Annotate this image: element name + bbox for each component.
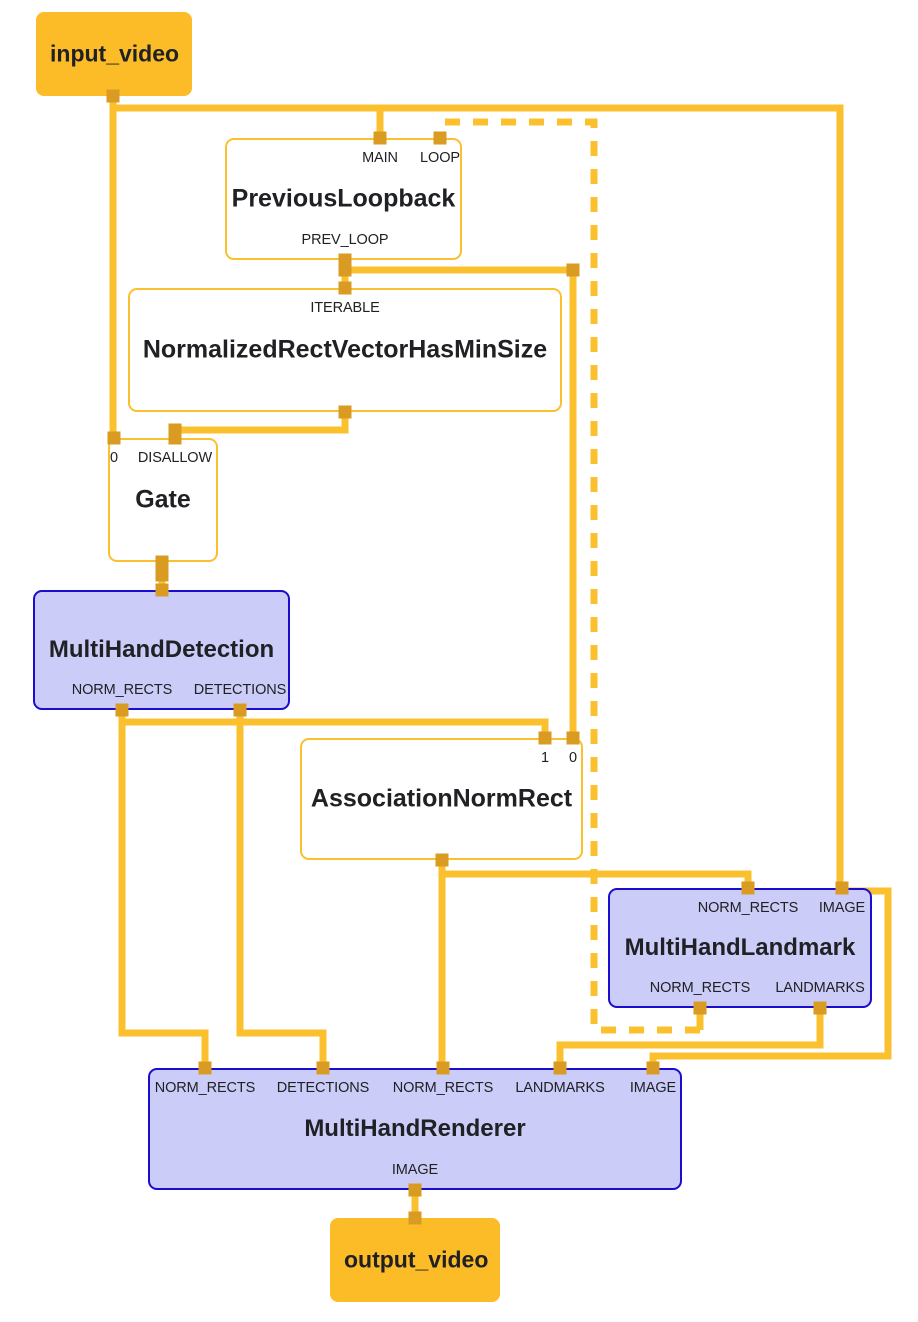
edge-loopback-feedback-dashed	[443, 118, 700, 1034]
input-port-label: 0	[569, 750, 577, 766]
edge-minsize-to-disallow	[171, 412, 349, 441]
input-port-label: NORM_RECTS	[154, 1080, 256, 1096]
input-port-label: NORM_RECTS	[392, 1080, 494, 1096]
node-title: MultiHandDetection	[48, 636, 275, 663]
input-port-gate-0[interactable]	[107, 431, 121, 445]
input-port-previous_loopback-1[interactable]	[433, 131, 447, 145]
junction-prevloop-bus	[338, 263, 352, 277]
output-port-input_video-0[interactable]	[106, 89, 120, 103]
edge-detection-detections-to-renderer	[236, 710, 327, 1071]
input-port-label: IMAGE	[629, 1080, 677, 1096]
input-port-output_video-0[interactable]	[408, 1211, 422, 1225]
node-association_norm_rect[interactable]: AssociationNormRect	[300, 738, 583, 860]
input-port-association_norm_rect-1[interactable]	[566, 731, 580, 745]
node-multi_hand_detection[interactable]: MultiHandDetection	[33, 590, 290, 710]
output-port-label: LANDMARKS	[775, 980, 865, 996]
node-output_video[interactable]: output_video	[330, 1218, 500, 1302]
input-port-label: IMAGE	[818, 900, 866, 916]
input-port-label: 0	[110, 450, 118, 466]
input-port-label: LOOP	[420, 150, 460, 166]
output-port-label: NORM_RECTS	[649, 980, 751, 996]
output-port-label: IMAGE	[391, 1162, 439, 1178]
node-previous_loopback[interactable]: PreviousLoopback	[225, 138, 462, 260]
input-port-normalized_rect_vector_has_min_size-0[interactable]	[338, 281, 352, 295]
node-title: input_video	[50, 40, 180, 67]
junction-gate-out	[155, 568, 169, 582]
node-title: NormalizedRectVectorHasMinSize	[142, 335, 548, 364]
input-port-multi_hand_landmark-1[interactable]	[835, 881, 849, 895]
output-port-label: NORM_RECTS	[71, 682, 173, 698]
edge-image-to-renderer	[649, 887, 892, 1071]
input-port-multi_hand_renderer-0[interactable]	[198, 1061, 212, 1075]
junction-assoc0-bus	[566, 263, 580, 277]
edge-input-video-bus	[113, 104, 844, 891]
output-port-multi_hand_landmark-0[interactable]	[693, 1001, 707, 1015]
input-port-multi_hand_landmark-0[interactable]	[741, 881, 755, 895]
output-port-previous_loopback-0[interactable]	[338, 253, 352, 267]
input-port-multi_hand_renderer-3[interactable]	[553, 1061, 567, 1075]
input-port-multi_hand_renderer-4[interactable]	[646, 1061, 660, 1075]
output-port-gate-0[interactable]	[155, 555, 169, 569]
input-port-label: DISALLOW	[137, 450, 213, 466]
output-port-multi_hand_detection-0[interactable]	[115, 703, 129, 717]
input-port-multi_hand_detection-0[interactable]	[155, 583, 169, 597]
node-title: Gate	[135, 485, 191, 514]
output-port-multi_hand_landmark-1[interactable]	[813, 1001, 827, 1015]
input-port-label: LANDMARKS	[515, 1080, 605, 1096]
junction-disallow-bend	[168, 423, 182, 437]
output-port-label: PREV_LOOP	[301, 232, 389, 248]
input-port-label: NORM_RECTS	[697, 900, 799, 916]
node-title: MultiHandRenderer	[304, 1115, 526, 1142]
output-port-normalized_rect_vector_has_min_size-0[interactable]	[338, 405, 352, 419]
edge-landmarks-to-renderer	[556, 1008, 824, 1071]
node-title: output_video	[344, 1246, 489, 1273]
input-port-multi_hand_renderer-2[interactable]	[436, 1061, 450, 1075]
input-port-previous_loopback-0[interactable]	[373, 131, 387, 145]
node-input_video[interactable]: input_video	[36, 12, 192, 96]
output-port-label: DETECTIONS	[193, 682, 287, 698]
node-title: AssociationNormRect	[310, 784, 573, 813]
output-port-multi_hand_detection-1[interactable]	[233, 703, 247, 717]
input-port-label: 1	[541, 750, 549, 766]
output-port-multi_hand_renderer-0[interactable]	[408, 1183, 422, 1197]
input-port-label: MAIN	[362, 150, 398, 166]
input-port-multi_hand_renderer-1[interactable]	[316, 1061, 330, 1075]
node-gate[interactable]: Gate	[108, 438, 218, 562]
input-port-label: DETECTIONS	[276, 1080, 370, 1096]
edge-detection-normrects-to-renderer	[118, 710, 209, 1071]
node-title: PreviousLoopback	[231, 184, 456, 213]
node-multi_hand_landmark[interactable]: MultiHandLandmark	[608, 888, 872, 1008]
node-title: MultiHandLandmark	[624, 934, 856, 961]
input-port-label: ITERABLE	[310, 300, 380, 316]
node-normalized_rect_vector_has_min_size[interactable]: NormalizedRectVectorHasMinSize	[128, 288, 562, 412]
input-port-association_norm_rect-0[interactable]	[538, 731, 552, 745]
output-port-association_norm_rect-0[interactable]	[435, 853, 449, 867]
